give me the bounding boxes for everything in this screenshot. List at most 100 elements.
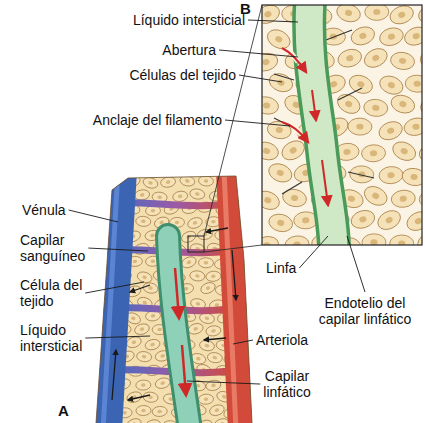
cell-nucleus: [398, 240, 405, 245]
cell-nucleus: [95, 342, 100, 347]
tissue-cell: [136, 405, 151, 416]
cell-nucleus: [250, 330, 255, 334]
anchoring-filament: [326, 30, 352, 40]
cell-body: [186, 216, 204, 231]
cell-nucleus: [397, 11, 406, 19]
tissue-cell: [90, 256, 107, 269]
cell-nucleus: [356, 80, 365, 88]
cell-body: [389, 51, 415, 71]
cell-body: [363, 98, 388, 117]
cell-body: [349, 24, 377, 48]
tissue-cell: [207, 352, 223, 364]
cell-body: [415, 229, 422, 245]
cell-body: [416, 5, 422, 26]
cell-body: [136, 351, 152, 363]
cell-nucleus: [214, 408, 219, 413]
leader-line: [69, 210, 118, 222]
cell-nucleus: [97, 207, 102, 211]
arterial-flow-arrow: [232, 250, 236, 300]
cell-nucleus: [344, 100, 353, 109]
cell-body: [189, 188, 206, 201]
cell-body: [189, 270, 205, 282]
cell-nucleus: [97, 180, 102, 184]
cell-body: [405, 75, 422, 93]
label-box: Capilar sanguíneo: [20, 232, 100, 264]
cell-nucleus: [370, 150, 377, 156]
cell-nucleus: [186, 234, 192, 239]
label-box: Célula del tejido: [20, 277, 100, 309]
cell-body: [152, 406, 168, 417]
leader-line: [88, 248, 148, 251]
lymph-vessel-lumen: [309, 5, 334, 245]
lymph-flow-arrow: [182, 345, 186, 395]
cell-body: [348, 118, 373, 136]
cell-nucleus: [220, 422, 225, 423]
cell-body: [264, 26, 293, 52]
tissue-cell: [361, 45, 390, 71]
label-box: Capilar linfático: [254, 368, 320, 400]
cell-body: [207, 352, 223, 364]
tissue-cell: [377, 73, 406, 98]
label-box: Líquido intersticial: [20, 322, 102, 354]
tissue-cell: [348, 118, 373, 136]
cell-nucleus: [130, 316, 136, 321]
part-label: Capilar linfático: [263, 368, 310, 400]
cell-body: [236, 178, 252, 189]
zoom-square: [188, 236, 204, 252]
cell-nucleus: [157, 328, 162, 332]
lymph-flow-arrow: [322, 160, 328, 205]
cell-body: [135, 216, 151, 227]
cell-nucleus: [204, 343, 209, 347]
cell-nucleus: [356, 123, 363, 129]
inset-tissue: [262, 5, 422, 245]
fluid-arrow: [206, 228, 228, 232]
part-label: Arteriola: [256, 332, 308, 348]
cell-nucleus: [387, 33, 396, 41]
cell-body: [180, 229, 198, 244]
cell-nucleus: [262, 147, 271, 155]
cell-nucleus: [148, 286, 153, 290]
tissue-cell: [262, 188, 282, 213]
cell-nucleus: [359, 215, 368, 223]
leader-line: [225, 120, 290, 126]
tissue-cell: [389, 51, 415, 71]
cell-nucleus: [343, 149, 351, 156]
cell-nucleus: [371, 192, 380, 201]
cell-nucleus: [160, 381, 165, 386]
part-label: Célula del tejido: [20, 277, 82, 309]
tissue-cell: [187, 322, 204, 336]
cell-body: [389, 92, 417, 115]
cell-nucleus: [412, 32, 421, 40]
tissue-cell: [362, 234, 386, 245]
cell-body: [361, 144, 386, 162]
tissue-cell: [335, 5, 363, 25]
cell-body: [262, 139, 281, 162]
cell-nucleus: [212, 356, 217, 360]
cell-nucleus: [211, 274, 216, 278]
tissue-cell: [186, 216, 204, 231]
venous-flow-arrow: [112, 350, 116, 400]
tissue-cell: [416, 5, 422, 26]
cell-body: [136, 380, 152, 391]
part-label: Capilar sanguíneo: [20, 232, 85, 264]
tissue-cell: [375, 207, 404, 233]
tissue-cell: [205, 379, 222, 392]
cell-nucleus: [211, 220, 216, 224]
cell-nucleus: [141, 409, 146, 413]
tissue-cell: [208, 403, 225, 417]
cell-body: [375, 207, 404, 233]
cell-nucleus: [195, 192, 200, 196]
cell-nucleus: [277, 79, 286, 87]
leader-line: [248, 20, 298, 22]
label-box: Endotelio del capilar linfático: [308, 295, 422, 327]
cell-body: [199, 280, 217, 295]
tissue-cell: [417, 92, 422, 118]
cell-nucleus: [142, 300, 147, 305]
cell-nucleus: [386, 127, 395, 135]
cell-nucleus: [241, 181, 246, 185]
tissue-cell: [197, 228, 213, 240]
tissue-cell: [405, 75, 422, 93]
lymph-flow-arrow: [175, 268, 179, 318]
